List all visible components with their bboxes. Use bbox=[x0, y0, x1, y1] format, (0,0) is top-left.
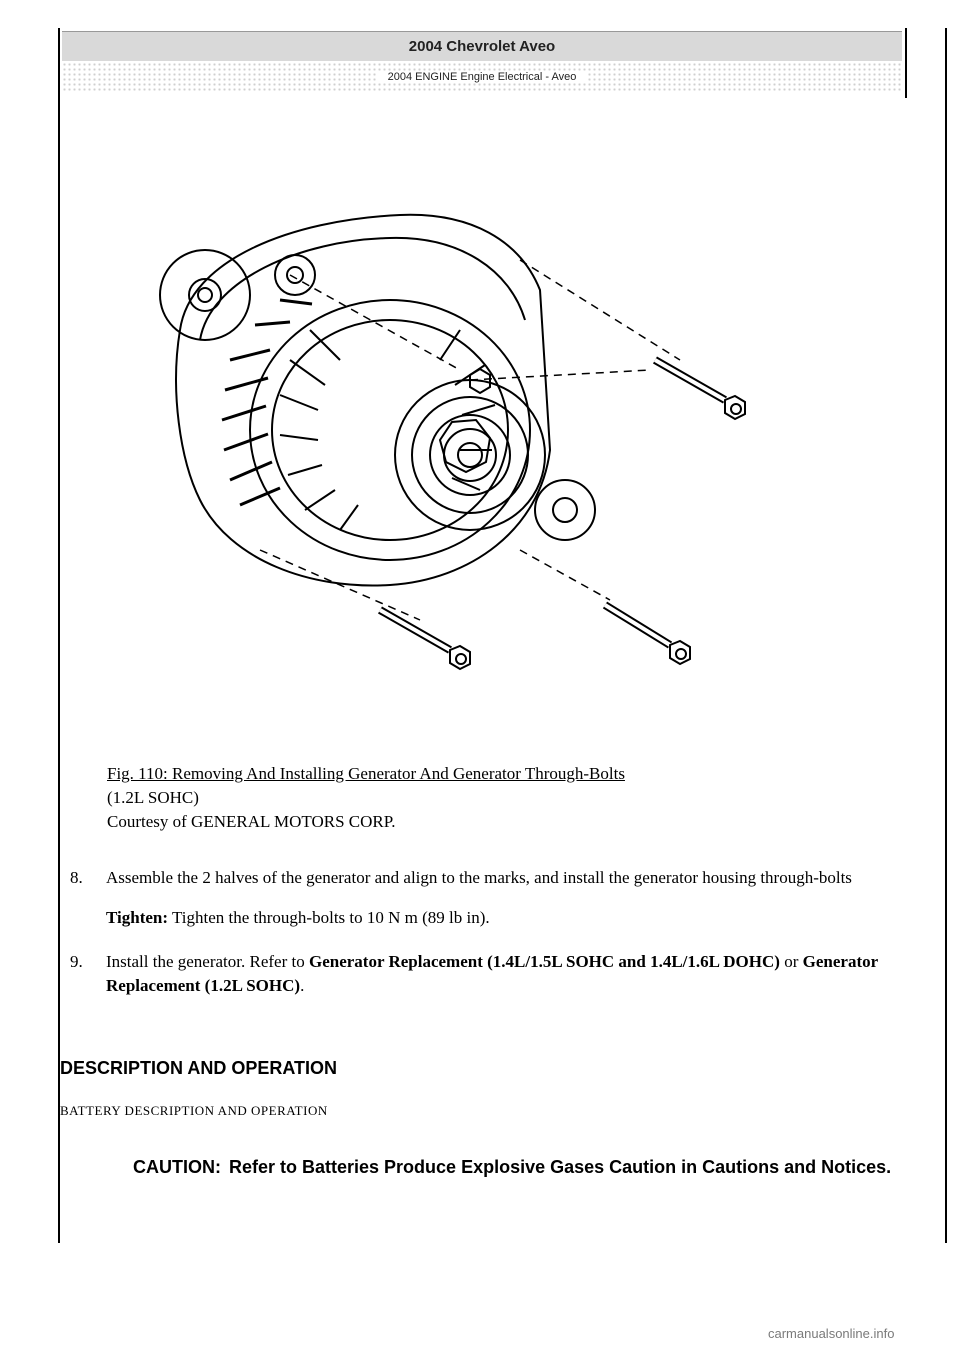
caution-text: Refer to Batteries Produce Explosive Gas… bbox=[229, 1157, 892, 1177]
step-text-mid: or bbox=[784, 952, 799, 971]
figure-caption: Fig. 110: Removing And Installing Genera… bbox=[107, 762, 907, 834]
header-frame-right bbox=[905, 28, 907, 98]
watermark-footer: carmanualsonline.info bbox=[768, 1326, 895, 1341]
tighten-label: Tighten: bbox=[106, 908, 169, 927]
figure-courtesy: Courtesy of GENERAL MOTORS CORP. bbox=[107, 812, 396, 831]
figure-caption-engine: (1.2L SOHC) bbox=[107, 788, 199, 807]
step-number: 9. bbox=[70, 952, 83, 971]
tighten-text: Tighten the through-bolts to 10 N m (89 … bbox=[172, 908, 490, 927]
procedure-steps: 8. Assemble the 2 halves of the generato… bbox=[70, 866, 930, 1014]
subsection-title: BATTERY DESCRIPTION AND OPERATION bbox=[60, 1103, 328, 1118]
caution-notice: CAUTION: Refer to Batteries Produce Expl… bbox=[133, 1153, 893, 1181]
caution-label: CAUTION: bbox=[133, 1157, 221, 1177]
step-number: 8. bbox=[70, 868, 83, 887]
step-text: Assemble the 2 halves of the generator a… bbox=[106, 868, 852, 887]
step-9: 9. Install the generator. Refer to Gener… bbox=[70, 950, 930, 998]
header-subtitle: 2004 ENGINE Engine Electrical - Aveo bbox=[62, 62, 902, 92]
step-text-prefix: Install the generator. Refer to bbox=[106, 952, 305, 971]
generator-replacement-link-1[interactable]: Generator Replacement (1.4L/1.5L SOHC an… bbox=[308, 952, 780, 971]
step-text: Install the generator. Refer to Generato… bbox=[106, 950, 930, 998]
header-subtitle-text: 2004 ENGINE Engine Electrical - Aveo bbox=[377, 71, 587, 83]
tighten-spec: Tighten: Tighten the through-bolts to 10… bbox=[106, 906, 930, 930]
page-frame-right bbox=[945, 28, 947, 1243]
generator-replacement-link-2[interactable]: Generator Replacement (1.2L SOHC) bbox=[106, 952, 878, 995]
section-title: DESCRIPTION AND OPERATION bbox=[60, 1058, 338, 1078]
page-frame-left bbox=[58, 28, 60, 1243]
figure-caption-title: Fig. 110: Removing And Installing Genera… bbox=[107, 764, 625, 783]
step-text-suffix: . bbox=[300, 976, 305, 995]
header-title: 2004 Chevrolet Aveo bbox=[62, 31, 902, 61]
generator-illustration bbox=[140, 200, 780, 700]
step-8: 8. Assemble the 2 halves of the generato… bbox=[70, 866, 930, 890]
